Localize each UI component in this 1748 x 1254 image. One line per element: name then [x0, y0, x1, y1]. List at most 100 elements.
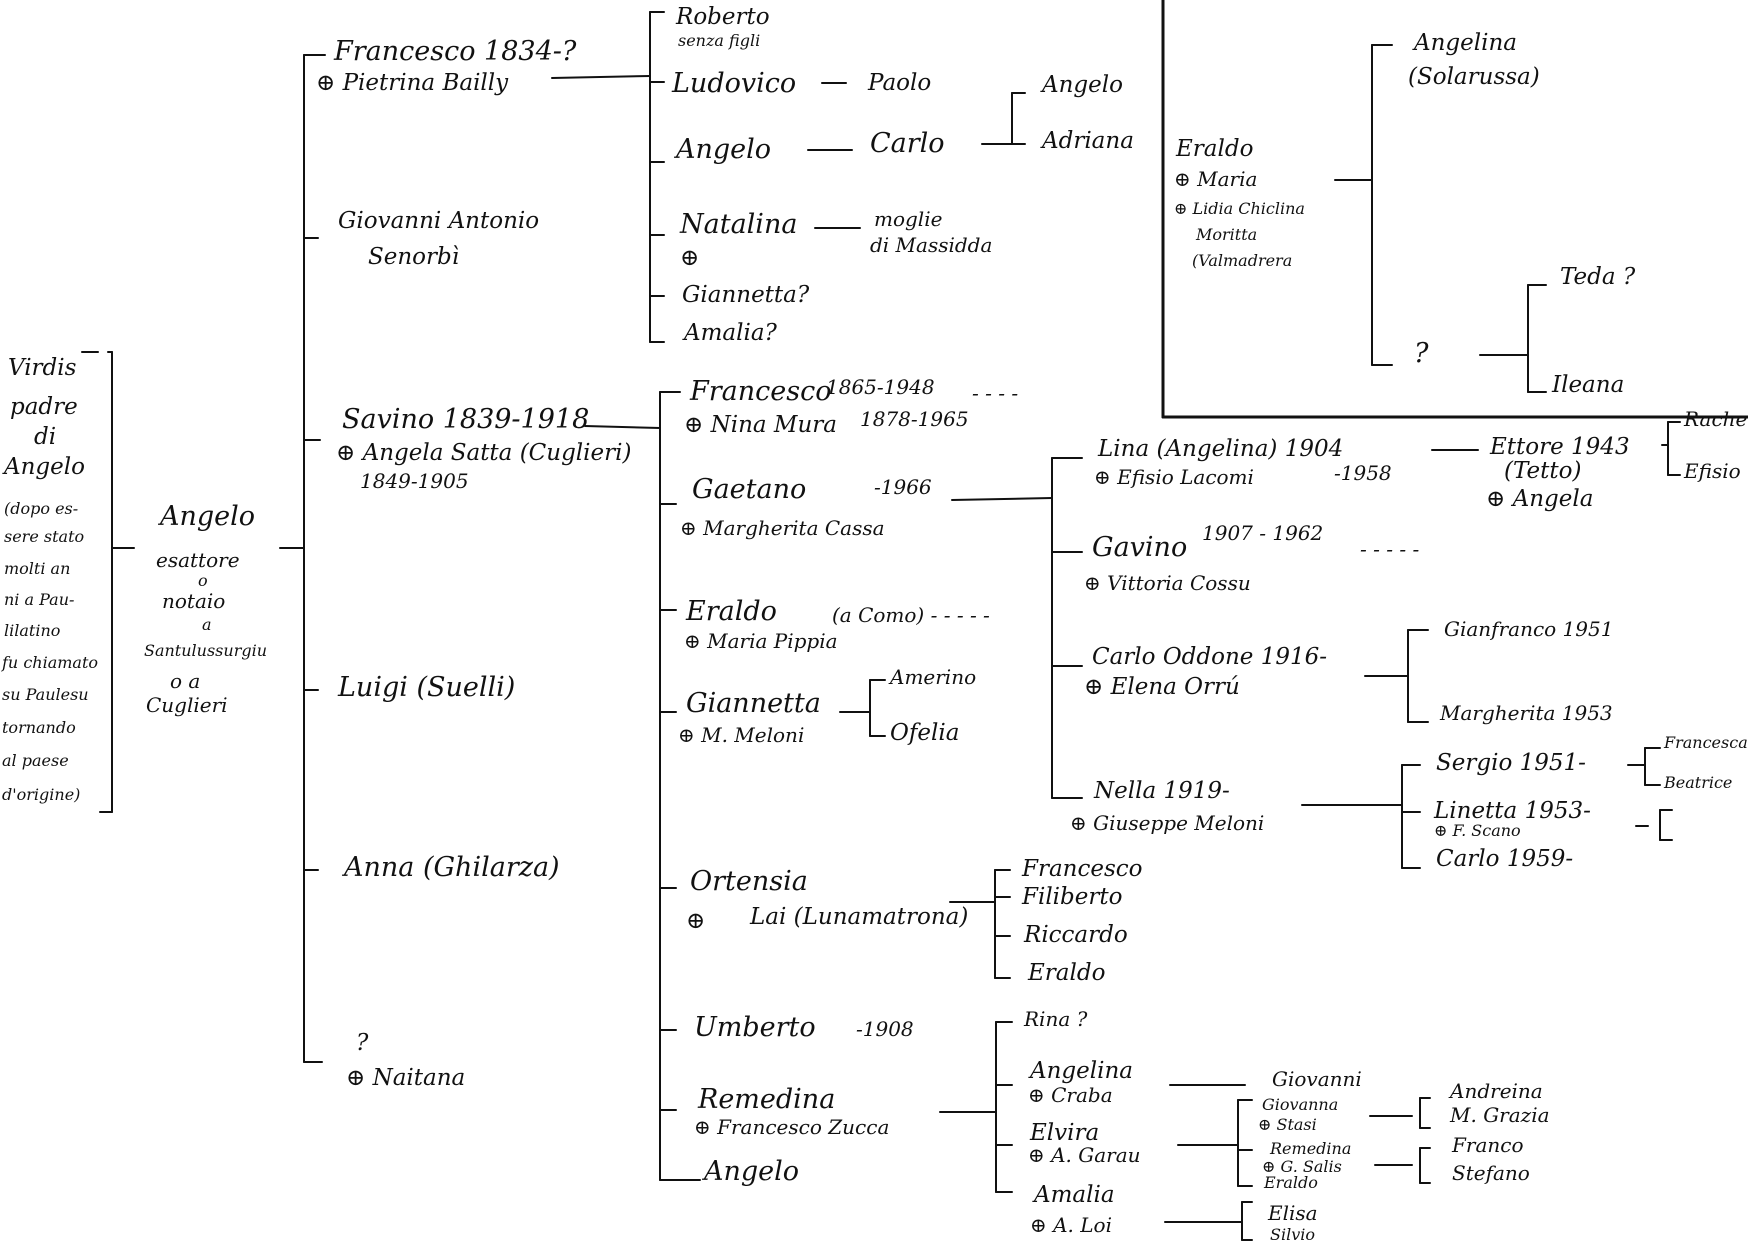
person-child: Beatrice: [1663, 773, 1732, 792]
root-line: su Paulesu: [2, 685, 89, 704]
person-name: ?: [356, 1030, 369, 1056]
person-name: Linetta 1953-: [1433, 798, 1591, 824]
person-child: Francesco: [1021, 856, 1143, 882]
person-spouse: ⊕ Elena Orrú: [1084, 674, 1240, 700]
person-giovanni: Giovanni Giovanna ⊕ Stasi Andreina M. Gr…: [1258, 1067, 1550, 1134]
person-dates: 1849-1905: [360, 469, 469, 493]
person-spouse: ⊕ Lidia Chiclina: [1174, 199, 1305, 218]
person-child: Elisa: [1267, 1201, 1318, 1225]
person-child: M. Grazia: [1449, 1103, 1550, 1127]
person-name: Rina ?: [1023, 1007, 1088, 1031]
root-line: Angelo: [2, 454, 85, 480]
person-child: Riccardo: [1023, 922, 1128, 948]
person-child: Gianfranco 1951: [1444, 617, 1613, 641]
root-line: Virdis: [8, 355, 77, 381]
person-remedina-g: Remedina ⊕ G. Salis Eraldo Franco Stefan…: [1262, 1133, 1530, 1192]
person-name: Gavino: [1092, 532, 1187, 563]
person-francesco: Francesco 1834-? ⊕ Pietrina Bailly: [316, 36, 577, 96]
person-name: Carlo 1959-: [1436, 846, 1573, 872]
person-spouse: ⊕ F. Scano: [1434, 821, 1521, 840]
person-name: Elvira: [1029, 1120, 1099, 1146]
person-place: Senorbì: [368, 244, 459, 270]
root-line: lilatino: [4, 621, 60, 640]
person-dates: -1908: [856, 1017, 914, 1041]
person-child: Ofelia: [890, 720, 959, 746]
person-ludovico: Ludovico Paolo: [671, 68, 931, 99]
root-line: tornando: [2, 718, 76, 737]
person-name: Giannetta?: [682, 282, 810, 308]
person-spouse: ⊕ A. Loi: [1030, 1213, 1112, 1237]
person-name: Ettore 1943: [1489, 434, 1630, 460]
person-giovanni-antonio: Giovanni Antonio Senorbì: [338, 208, 539, 270]
person-name: Francesco: [689, 376, 831, 407]
person-name: Umberto: [694, 1012, 816, 1043]
person-francesco-s: Francesco 1865-1948 ⊕ Nina Mura 1878-196…: [684, 375, 1018, 438]
person-name: Francesco 1834-?: [333, 36, 577, 67]
root-line: (dopo es-: [4, 499, 78, 518]
person-luigi: Luigi (Suelli): [337, 672, 515, 703]
person-eraldo-box: Eraldo ⊕ Maria ⊕ Lidia Chiclina Moritta …: [1174, 30, 1636, 398]
person-spouse: ⊕ Giuseppe Meloni: [1070, 811, 1264, 835]
person-note: Cuglieri: [146, 693, 228, 717]
person-spouse: ⊕ Vittoria Cossu: [1084, 571, 1251, 595]
person-name: Gaetano: [692, 474, 806, 505]
person-child: Silvio: [1270, 1225, 1315, 1244]
person-name: Carlo Oddone 1916-: [1092, 644, 1327, 670]
person-child: (Solarussa): [1408, 64, 1540, 90]
person-name: Ludovico: [671, 68, 796, 99]
person-note: senza figli: [678, 31, 760, 50]
person-umberto: Umberto -1908: [694, 1012, 914, 1043]
person-spouse: ⊕ G. Salis: [1262, 1157, 1342, 1176]
person-dates: 1907 - 1962: [1202, 521, 1323, 545]
person-note: notaio: [162, 589, 225, 613]
person-name: Anna (Ghilarza): [341, 852, 560, 883]
person-nella: Nella 1919- ⊕ Giuseppe Meloni: [1070, 778, 1264, 835]
person-spouse: ⊕ A. Garau: [1028, 1143, 1141, 1167]
person-giannetta-s: Giannetta ⊕ M. Meloni Amerino Ofelia: [678, 665, 976, 747]
root-line: fu chiamato: [1, 653, 98, 672]
person-name: Nella 1919-: [1093, 778, 1230, 804]
person-grandchild: Ileana: [1551, 372, 1624, 398]
person-spouse: Lai (Lunamatrona): [749, 904, 968, 930]
person-name: Natalina: [679, 209, 797, 240]
person-child: Andreina: [1448, 1079, 1543, 1103]
person-child: Filiberto: [1021, 884, 1122, 910]
continuation-dashes: - - - - -: [1360, 537, 1419, 561]
person-spouse: Moritta: [1195, 225, 1257, 244]
person-eraldo-s: Eraldo ⊕ Maria Pippia (a Como) - - - - -: [684, 596, 990, 653]
person-spouse: ⊕ Maria: [1174, 167, 1257, 191]
person-spouse: ⊕ Margherita Cassa: [680, 516, 885, 540]
person-child: Amerino: [888, 665, 976, 689]
person-child: Francesca: [1663, 733, 1748, 752]
person-child: Franco: [1451, 1133, 1523, 1157]
person-dates: -1966: [874, 475, 932, 499]
person-note: moglie: [874, 207, 942, 231]
person-name: Angelo: [701, 1156, 799, 1187]
person-grandchild: Adriana: [1040, 128, 1134, 154]
person-grandchild: Angelo: [1040, 72, 1123, 98]
person-linetta: Linetta 1953- ⊕ F. Scano: [1433, 798, 1591, 840]
person-gaetano: Gaetano -1966 ⊕ Margherita Cassa: [680, 474, 932, 540]
person-name: Remedina: [697, 1084, 835, 1115]
person-spouse: ⊕ Pietrina Bailly: [316, 70, 509, 96]
person-spouse: ⊕ Craba: [1028, 1083, 1113, 1107]
person-carlo-oddone: Carlo Oddone 1916- ⊕ Elena Orrú Gianfran…: [1084, 617, 1613, 725]
person-ortensia: Ortensia ⊕ Lai (Lunamatrona) Francesco F…: [686, 856, 1143, 986]
person-name: Lina (Angelina) 1904: [1097, 436, 1343, 462]
person-note: di Massidda: [870, 233, 992, 257]
person-note: esattore: [156, 548, 240, 572]
person-name: Sergio 1951-: [1436, 750, 1586, 776]
person-ettore: Ettore 1943 (Tetto) ⊕ Angela Rachele Efi…: [1486, 407, 1748, 512]
person-name: Giovanni Antonio: [338, 208, 539, 234]
person-spouse: ⊕ Maria Pippia: [684, 629, 838, 653]
person-note: o a: [170, 669, 200, 693]
root-line: sere stato: [4, 527, 84, 546]
root-line: padre: [10, 394, 78, 420]
person-natalina: Natalina ⊕ moglie di Massidda: [679, 207, 992, 271]
person-name: Giannetta: [686, 688, 821, 719]
person-child: Carlo: [870, 128, 945, 159]
person-spouse: ⊕ M. Meloni: [678, 723, 804, 747]
continuation-dashes: - - - -: [972, 381, 1018, 405]
person-child: Rachele: [1683, 407, 1748, 431]
person-note: Santulussurgiu: [144, 641, 267, 660]
